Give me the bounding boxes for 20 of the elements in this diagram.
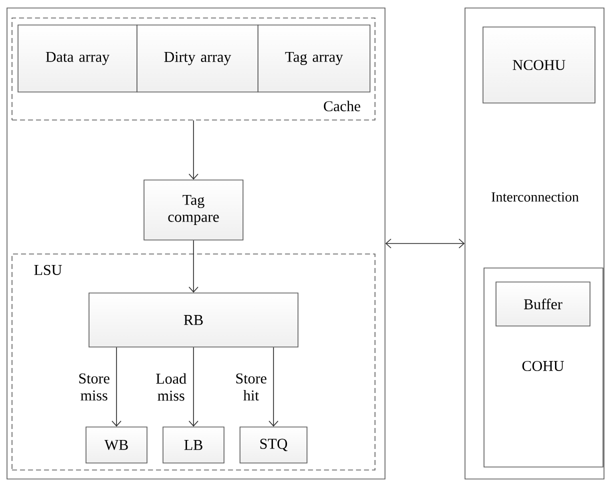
- process-box: LB: [162, 426, 224, 464]
- arrow: [188, 346, 198, 427]
- edge-label: Store miss: [79, 373, 110, 401]
- arrow: [188, 120, 198, 180]
- arrow: [268, 346, 278, 427]
- process-box: RB: [88, 292, 298, 348]
- process-box: STQ: [240, 426, 308, 464]
- arrow: [112, 346, 122, 427]
- array-box: Data array: [18, 24, 138, 92]
- array-box: Dirty array: [136, 24, 258, 92]
- arrow: [188, 240, 198, 293]
- arrow: [385, 238, 465, 248]
- process-box: Buffer: [496, 282, 590, 326]
- edge-label: Store hit: [236, 373, 266, 401]
- outer-box: [6, 8, 386, 480]
- process-box: NCOHU: [482, 26, 596, 104]
- process-box: Tag compare: [144, 180, 244, 240]
- array-box: Tag array: [258, 24, 370, 92]
- edge-label: Load miss: [156, 373, 186, 401]
- process-box: WB: [86, 426, 148, 464]
